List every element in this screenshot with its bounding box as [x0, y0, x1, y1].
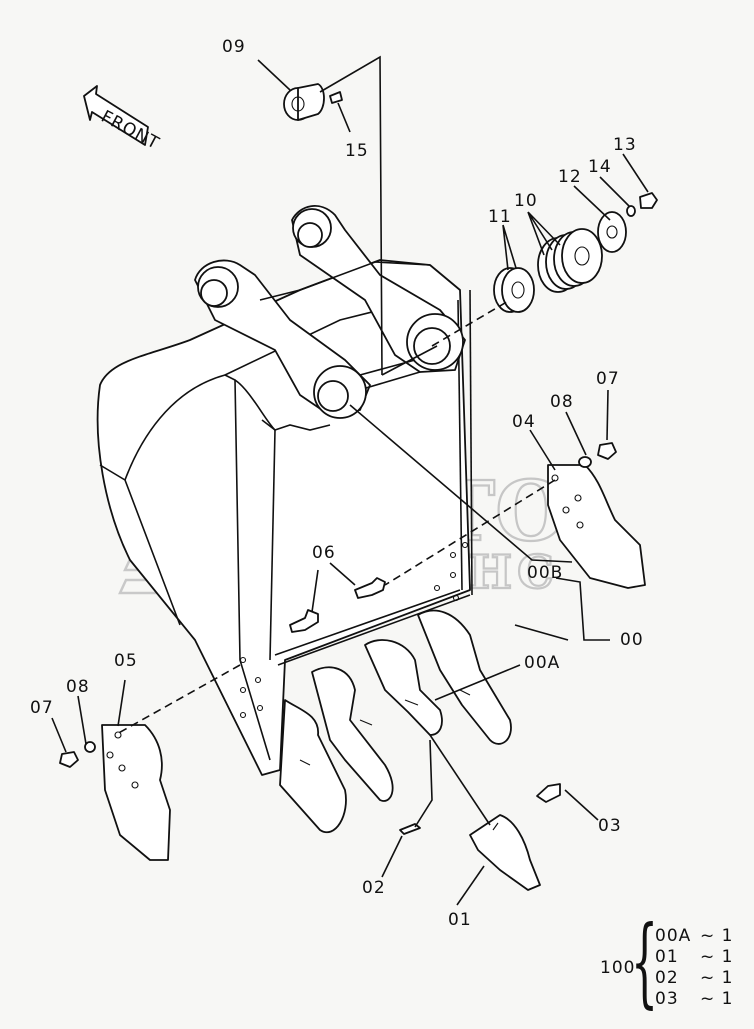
- fasteners: [59, 442, 617, 768]
- quantity-row-part-4: 03: [655, 989, 679, 1009]
- quantity-brace: {: [631, 904, 658, 1018]
- front-arrow-label: FRONT: [98, 107, 163, 154]
- callout-04: 04: [512, 412, 536, 432]
- mounting-brackets: [194, 205, 466, 419]
- callout-00B: 00B: [527, 563, 563, 583]
- quantity-row-part-1: 00A: [655, 926, 691, 946]
- callout-01: 01: [448, 910, 472, 930]
- bucket-body: [96, 259, 473, 776]
- callout-00: 00: [620, 630, 644, 650]
- quantity-row-qty-4: ~ 1: [700, 989, 733, 1009]
- leader-lines: [51, 55, 649, 906]
- side-cutter-05: [101, 724, 171, 861]
- quantity-assembly-number: 100: [600, 958, 635, 978]
- callout-10: 10: [514, 191, 538, 211]
- callout-07-right: 07: [596, 369, 620, 389]
- callout-15: 15: [345, 141, 369, 161]
- quantity-row-part-2: 01: [655, 947, 679, 967]
- tooth-parts: [399, 783, 561, 891]
- callout-09: 09: [222, 37, 246, 57]
- quantity-row-part-3: 02: [655, 968, 679, 988]
- callout-11: 11: [488, 207, 512, 227]
- callout-08-right: 08: [550, 392, 574, 412]
- callout-labels: 09 15 13 14 12 10 11 07 08 04 06 00B 00 …: [30, 37, 644, 930]
- quantity-row-qty-1: ~ 1: [700, 926, 733, 946]
- callout-07-left: 07: [30, 698, 54, 718]
- callout-06: 06: [312, 543, 336, 563]
- callout-02: 02: [362, 878, 386, 898]
- quantity-table: 100 { 00A ~ 1 01 ~ 1 02 ~ 1 03 ~ 1: [600, 904, 733, 1018]
- callout-08-left: 08: [66, 677, 90, 697]
- front-arrow: FRONT: [83, 85, 163, 154]
- quantity-row-qty-2: ~ 1: [700, 947, 733, 967]
- callout-00A: 00A: [524, 653, 560, 673]
- side-cutter-04: [547, 464, 646, 589]
- callout-03: 03: [598, 816, 622, 836]
- pin-assembly: [431, 192, 658, 347]
- quantity-row-qty-3: ~ 1: [700, 968, 733, 988]
- teeth: [279, 609, 512, 833]
- pin-09: [283, 83, 343, 121]
- callout-14: 14: [588, 157, 612, 177]
- callout-12: 12: [558, 167, 582, 187]
- callout-13: 13: [613, 135, 637, 155]
- callout-05: 05: [114, 651, 138, 671]
